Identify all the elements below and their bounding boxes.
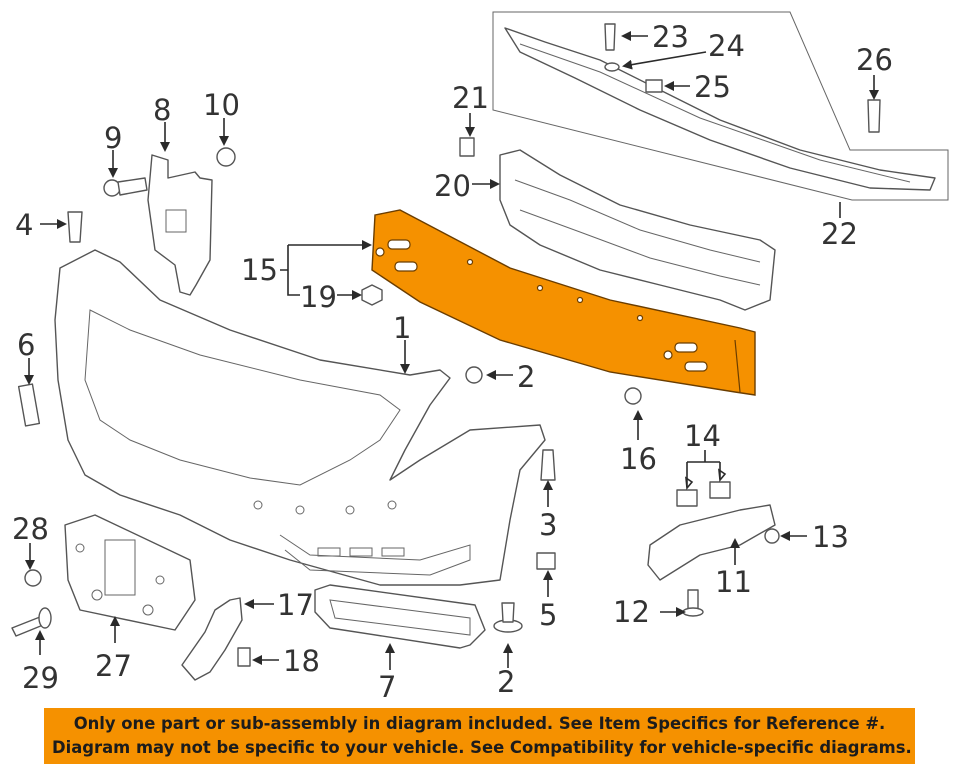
plate-part-6 xyxy=(17,383,41,427)
callout-6: 6 xyxy=(17,328,35,362)
callout-numbers: 1 2 2 3 4 5 6 7 8 9 10 11 12 13 14 15 16… xyxy=(12,20,893,704)
fasteners xyxy=(11,23,881,667)
callout-10: 10 xyxy=(203,88,240,122)
callout-17: 17 xyxy=(277,588,314,622)
callout-1: 1 xyxy=(393,311,411,345)
callout-29: 29 xyxy=(22,661,59,695)
callout-24: 24 xyxy=(708,29,745,63)
license-bracket-part-27 xyxy=(64,514,196,631)
callout-9: 9 xyxy=(104,121,122,155)
callout-15: 15 xyxy=(241,253,278,287)
parts-diagram: 1 2 2 3 4 5 6 7 8 9 10 11 12 13 14 15 16… xyxy=(11,11,949,704)
callout-20: 20 xyxy=(434,169,471,203)
callout-22: 22 xyxy=(821,217,858,251)
callout-27: 27 xyxy=(95,649,132,683)
callout-28: 28 xyxy=(12,512,49,546)
callout-12: 12 xyxy=(613,595,650,629)
callout-25: 25 xyxy=(694,70,731,104)
callout-14: 14 xyxy=(684,419,721,453)
callout-2-lower: 2 xyxy=(497,665,515,699)
disclaimer-line-1: Only one part or sub-assembly in diagram… xyxy=(73,714,886,733)
lower-grille-part-7 xyxy=(314,584,486,649)
leader-lines xyxy=(24,31,879,670)
callout-21: 21 xyxy=(452,81,489,115)
bracket-part-8 xyxy=(147,154,213,296)
callout-16: 16 xyxy=(620,442,657,476)
plate-part-21 xyxy=(459,137,475,157)
callout-11: 11 xyxy=(715,565,752,599)
callout-23: 23 xyxy=(652,20,689,54)
callout-13: 13 xyxy=(812,520,849,554)
bumper-cover-part-1 xyxy=(54,249,546,586)
callout-26: 26 xyxy=(856,43,893,77)
callout-2-upper: 2 xyxy=(517,360,535,394)
callout-3: 3 xyxy=(539,508,557,542)
callout-19: 19 xyxy=(300,280,337,314)
callout-7: 7 xyxy=(378,670,396,704)
callout-4: 4 xyxy=(15,208,33,242)
callout-8: 8 xyxy=(153,93,171,127)
energy-absorber-part-20 xyxy=(499,149,776,311)
callout-18: 18 xyxy=(283,644,320,678)
disclaimer-line-2: Diagram may not be specific to your vehi… xyxy=(52,738,912,757)
disclaimer-banner: Only one part or sub-assembly in diagram… xyxy=(44,708,915,764)
callout-5: 5 xyxy=(539,598,557,632)
bracket-part-17 xyxy=(181,597,243,681)
side-bracket-part-11 xyxy=(647,504,776,581)
